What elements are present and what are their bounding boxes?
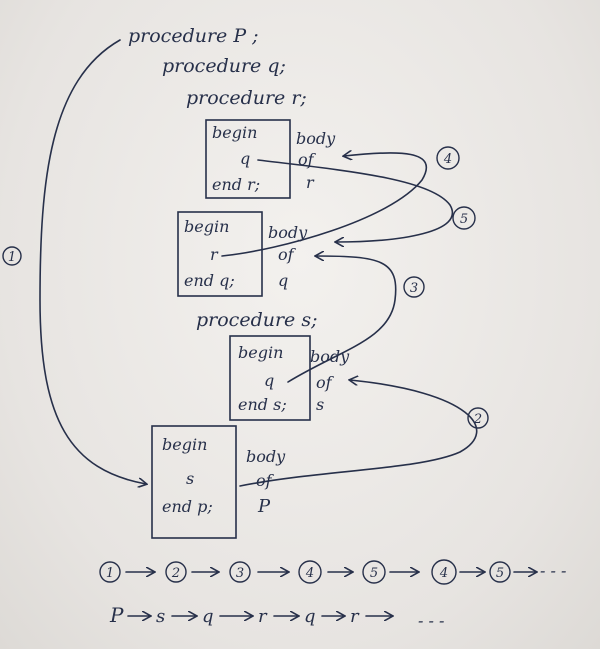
box-q-label-of: of (278, 245, 297, 264)
label-2-text: 2 (473, 412, 482, 427)
seq-proc-2: s (156, 606, 165, 627)
box-p-call: s (186, 469, 194, 488)
label-4-text: 4 (443, 152, 452, 167)
label-3-circle: 3 (403, 276, 425, 298)
arrow-4 (221, 153, 428, 257)
seq-proc-3: q (202, 606, 214, 627)
seq-num-7: 5 (489, 561, 511, 583)
box-r-begin: begin (212, 123, 257, 142)
box-r-call: q (240, 149, 250, 168)
label-4-circle: 4 (436, 146, 460, 170)
box-s-call: q (264, 371, 274, 390)
box-q-begin: begin (184, 217, 229, 236)
procedure-r-header: procedure r; (186, 87, 307, 109)
box-s-body (229, 335, 311, 421)
seq-proc-1: P (109, 603, 124, 627)
label-1-circle: 1 (2, 246, 22, 266)
svg-text:5: 5 (370, 566, 378, 581)
seq-num-6: 4 (431, 559, 457, 585)
box-s-label-body: body (310, 347, 350, 366)
box-p-body (151, 425, 237, 539)
arrow-3 (287, 256, 397, 383)
box-p-label-name: P (257, 496, 271, 517)
seq-num-5: 5 (362, 560, 386, 584)
box-s-label-of: of (316, 373, 335, 392)
box-r-body (205, 119, 291, 199)
box-r-label-of: of (298, 150, 317, 169)
svg-text:5: 5 (496, 566, 504, 581)
label-3-text: 3 (410, 281, 418, 296)
arrow-5 (257, 159, 454, 242)
seq-num-3: 3 (229, 561, 251, 583)
box-p-label-body: body (246, 447, 286, 466)
box-p-label-of: of (256, 471, 275, 490)
svg-text:2: 2 (171, 566, 180, 581)
seq-num-4: 4 (298, 560, 322, 584)
procedure-q-header: procedure q; (162, 55, 286, 77)
arrow-2 (239, 380, 478, 487)
seq-num-ellipsis: - - - (540, 561, 566, 580)
box-s-begin: begin (238, 343, 283, 362)
box-q-label-name: q (278, 271, 288, 290)
svg-text:4: 4 (439, 566, 448, 581)
box-q-label-body: body (268, 223, 308, 242)
seq-proc-5: q (304, 606, 316, 627)
box-q-call: r (210, 245, 219, 264)
box-s-label-name: s (316, 395, 324, 414)
box-r-label-body: body (296, 129, 336, 148)
label-1-text: 1 (8, 250, 16, 265)
seq-proc-4: r (258, 606, 268, 627)
seq-num-1: 1 (99, 561, 121, 583)
seq-proc-ellipsis: - - - (418, 611, 444, 630)
label-2-circle: 2 (467, 407, 489, 429)
arrow-1 (39, 39, 146, 484)
box-p-begin: begin (162, 435, 207, 454)
seq-proc-6: r (350, 606, 360, 627)
svg-text:4: 4 (305, 566, 314, 581)
seq-num-2: 2 (165, 561, 187, 583)
box-r-end: end r; (212, 175, 260, 194)
procedure-p-header: procedure P ; (128, 25, 259, 47)
box-q-body (177, 211, 263, 297)
box-q-end: end q; (184, 271, 235, 290)
svg-text:1: 1 (106, 566, 114, 581)
box-p-end: end p; (162, 497, 213, 516)
procedure-s-header: procedure s; (196, 309, 318, 331)
svg-text:3: 3 (236, 566, 244, 581)
box-r-label-name: r (306, 173, 315, 192)
sequence-procs: P s q r q r - - - (109, 603, 444, 630)
box-s-end: end s; (238, 395, 287, 414)
sequence-numbers: 1 2 3 4 5 4 5 - - - (99, 559, 566, 585)
label-5-circle: 5 (452, 206, 476, 230)
label-5-text: 5 (460, 212, 468, 227)
